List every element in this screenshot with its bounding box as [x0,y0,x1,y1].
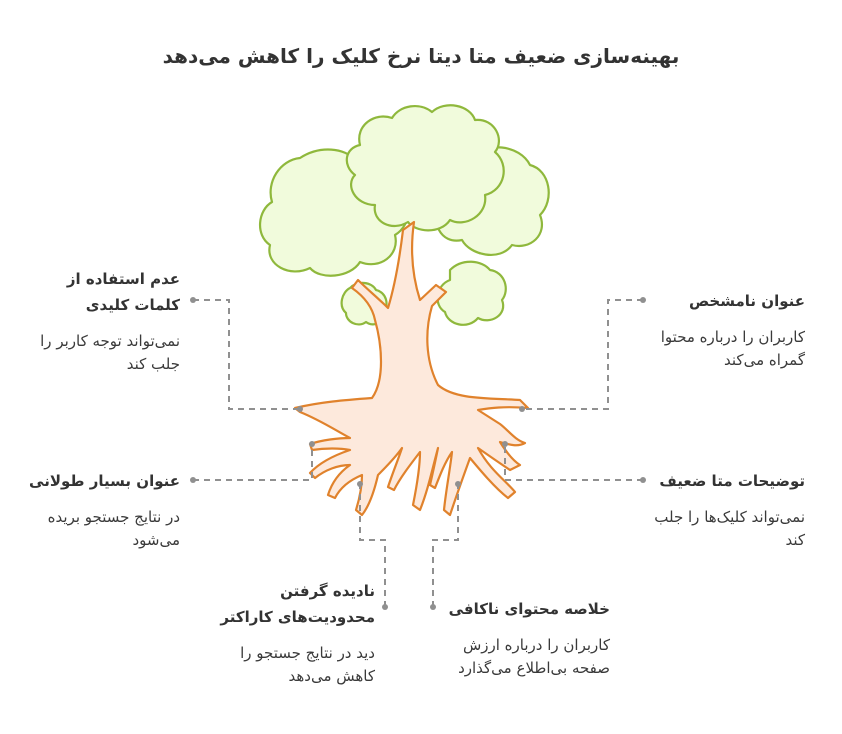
item-char-limits: نادیده گرفتن محدودیت‌های کاراکتر دید در … [215,578,375,688]
trunk-and-roots [293,220,530,517]
item-description: نمی‌تواند توجه کاربر را جلب کند [40,332,180,373]
item-description: در نتایج جستجو بریده می‌شود [47,508,180,549]
item-long-title: عنوان بسیار طولانی در نتایج جستجو بریده … [20,468,180,552]
item-heading: خلاصه محتوای ناکافی [448,600,610,618]
item-description: نمی‌تواند کلیک‌ها را جلب کند [654,508,805,549]
item-weak-meta: توضیحات متا ضعیف نمی‌تواند کلیک‌ها را جل… [640,468,805,552]
item-heading: عدم استفاده از کلمات کلیدی [66,270,180,314]
item-description: کاربران را درباره ارزش صفحه بی‌اطلاع می‌… [458,636,610,677]
item-no-keywords: عدم استفاده از کلمات کلیدی نمی‌تواند توج… [20,266,180,376]
item-description: کاربران را درباره محتوا گمراه می‌کند [660,328,805,369]
item-heading: نادیده گرفتن محدودیت‌های کاراکتر [220,582,375,626]
item-heading: عنوان بسیار طولانی [29,472,180,490]
item-heading: عنوان نامشخص [688,292,805,310]
item-unclear-title: عنوان نامشخص کاربران را درباره محتوا گمر… [640,288,805,372]
diagram-title: بهینه‌سازی ضعیف متا دیتا نرخ کلیک را کاه… [162,44,680,68]
item-thin-summary: خلاصه محتوای ناکافی کاربران را درباره ار… [440,596,610,680]
connector-lines [193,299,643,607]
item-description: دید در نتایج جستجو را کاهش می‌دهد [240,644,375,685]
connector-dots [190,297,646,610]
item-heading: توضیحات متا ضعیف [659,472,805,490]
